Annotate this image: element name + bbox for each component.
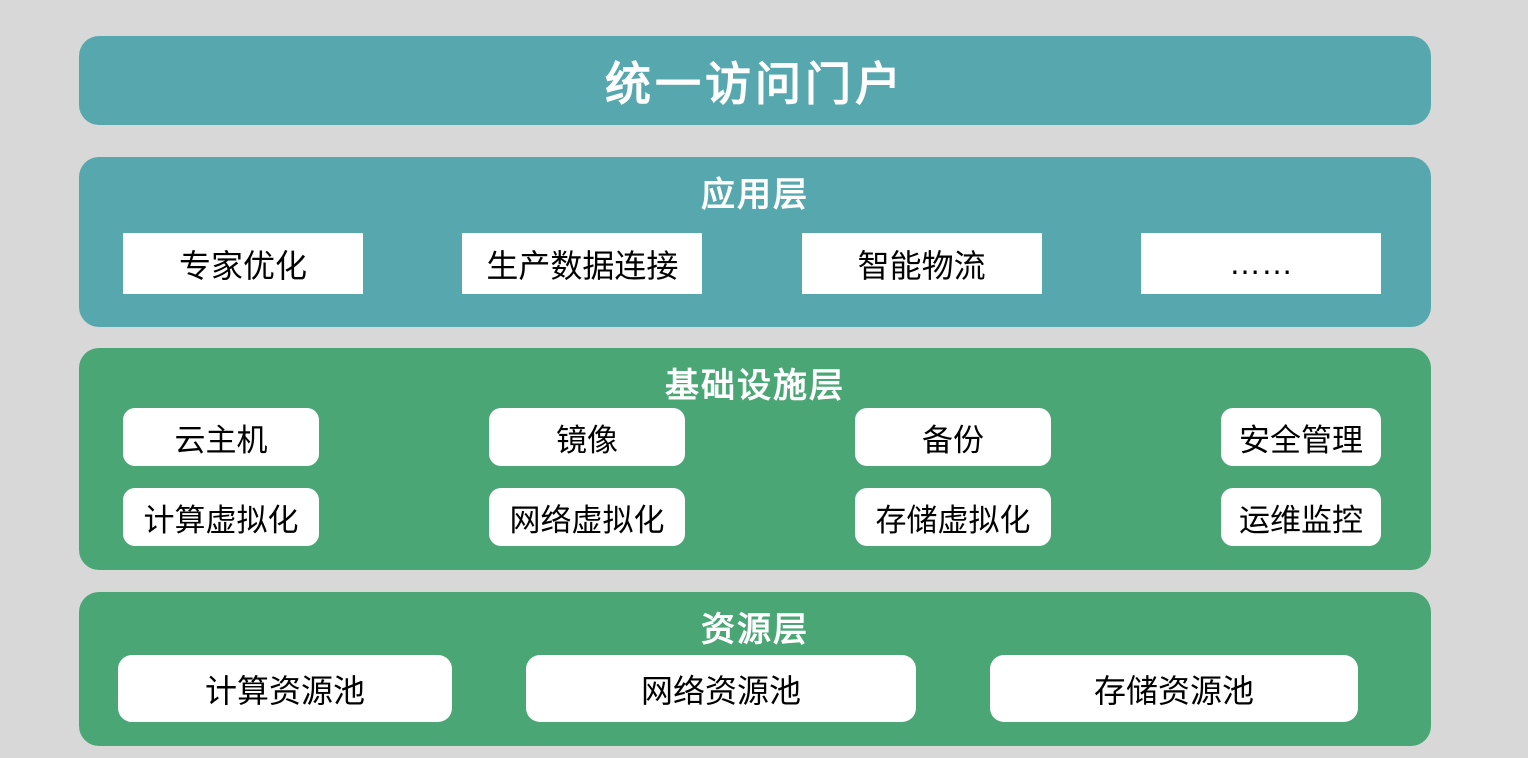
application-items-row: 专家优化 生产数据连接 智能物流 …… (123, 233, 1381, 294)
resource-item-network-pool: 网络资源池 (526, 655, 916, 722)
portal-title: 统一访问门户 (605, 56, 905, 111)
infrastructure-layer-title: 基础设施层 (665, 366, 845, 406)
infra-item-compute-virtualization: 计算虚拟化 (123, 488, 319, 546)
app-item-expert-optimization: 专家优化 (123, 233, 363, 294)
resource-layer-title: 资源层 (701, 610, 809, 650)
resource-item-storage-pool: 存储资源池 (990, 655, 1358, 722)
infrastructure-items-row-1: 云主机 镜像 备份 安全管理 (123, 408, 1381, 466)
infrastructure-items-row-2: 计算虚拟化 网络虚拟化 存储虚拟化 运维监控 (123, 488, 1381, 546)
application-layer-title: 应用层 (701, 175, 809, 215)
infra-item-storage-virtualization: 存储虚拟化 (855, 488, 1051, 546)
resource-items-row: 计算资源池 网络资源池 存储资源池 (118, 655, 1358, 722)
unified-access-portal-banner: 统一访问门户 (79, 36, 1431, 125)
infra-item-ops-monitoring: 运维监控 (1221, 488, 1381, 546)
app-item-ellipsis: …… (1140, 233, 1381, 294)
app-item-smart-logistics: 智能物流 (801, 233, 1042, 294)
infra-item-image: 镜像 (489, 408, 685, 466)
infra-item-security-management: 安全管理 (1221, 408, 1381, 466)
app-item-production-data-connection: 生产数据连接 (462, 233, 703, 294)
application-layer-band: 应用层 专家优化 生产数据连接 智能物流 …… (79, 157, 1431, 327)
infra-item-network-virtualization: 网络虚拟化 (489, 488, 685, 546)
infra-item-backup: 备份 (855, 408, 1051, 466)
infra-item-cloud-host: 云主机 (123, 408, 319, 466)
resource-item-compute-pool: 计算资源池 (118, 655, 452, 722)
resource-layer-band: 资源层 计算资源池 网络资源池 存储资源池 (79, 592, 1431, 746)
infrastructure-layer-band: 基础设施层 云主机 镜像 备份 安全管理 计算虚拟化 网络虚拟化 存储虚拟化 运… (79, 348, 1431, 570)
